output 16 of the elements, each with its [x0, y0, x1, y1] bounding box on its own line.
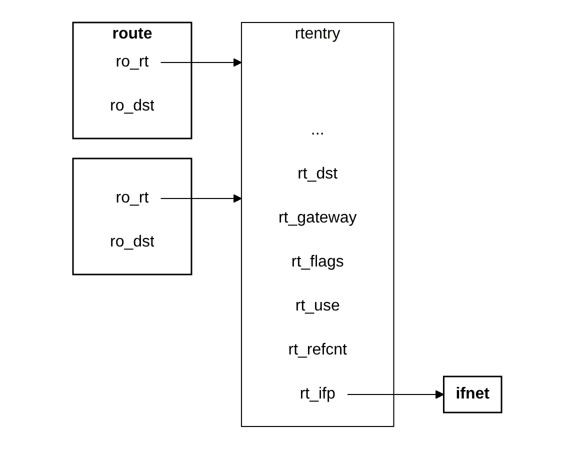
- node-text: rt_dst: [297, 166, 338, 182]
- arrow: [160, 194, 242, 203]
- node-box: ifnet: [442, 376, 502, 414]
- arrow: [160, 58, 242, 67]
- node-text: rt_ifp: [300, 386, 336, 402]
- node-text: ...: [310, 122, 324, 138]
- node-text: rt_gateway: [278, 210, 356, 226]
- node-text: ro_dst: [110, 98, 154, 114]
- node-text: rt_refcnt: [288, 342, 347, 358]
- cluster: [72, 158, 192, 276]
- node-text: ro_rt: [116, 54, 148, 70]
- node-text: rt_flags: [291, 254, 344, 270]
- arrow: [346, 390, 444, 399]
- node-text: rt_use: [295, 298, 340, 314]
- node-text: ro_dst: [110, 234, 154, 250]
- node-text: ro_rt: [116, 190, 148, 206]
